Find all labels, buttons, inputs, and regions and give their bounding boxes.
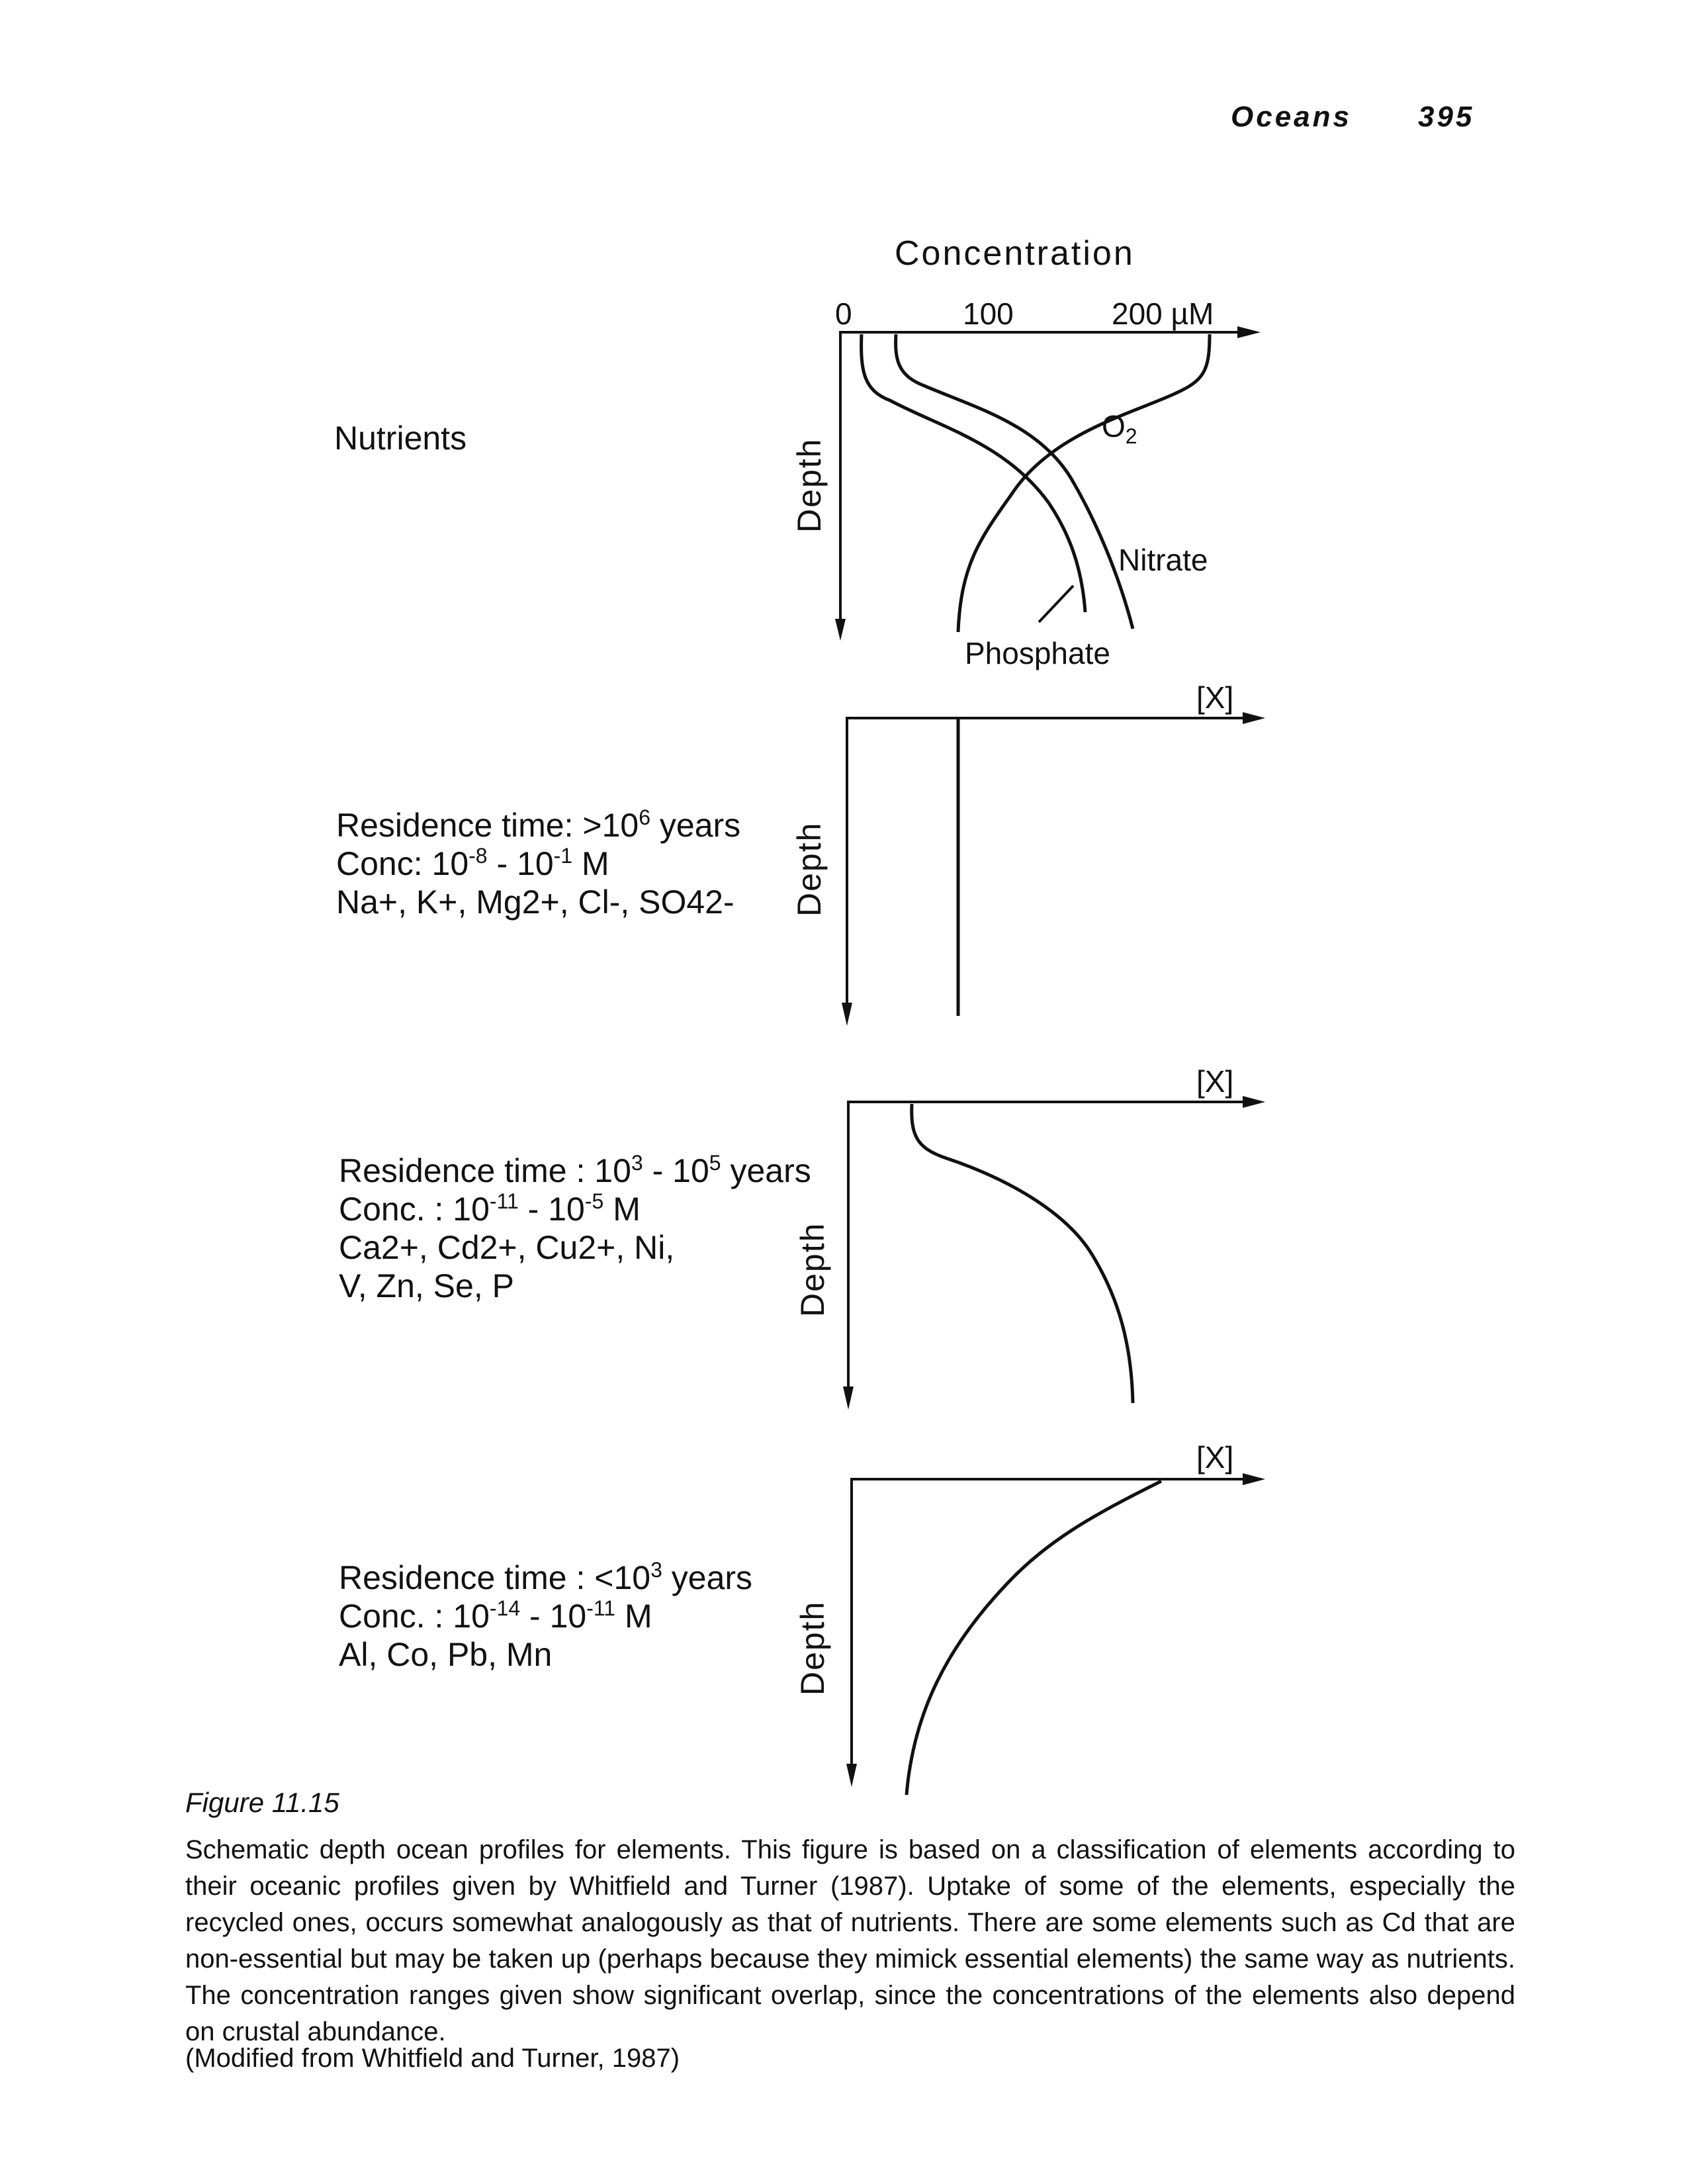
nitrate-curve xyxy=(894,334,1135,629)
nutrients-depth-axis-arrowhead xyxy=(835,619,846,641)
page-header: Oceans 395 xyxy=(1231,101,1474,134)
phosphate-label: Phosphate xyxy=(965,636,1110,670)
scavenged-concentration: Conc. : 10-14 - 10-11 M xyxy=(339,1596,652,1635)
conservative-description: Residence time: >106 years Conc: 10-8 - … xyxy=(336,806,740,921)
nutrients-label: Nutrients xyxy=(334,420,467,457)
scavenged-x-axis-arrowhead xyxy=(1243,1473,1265,1485)
recycled-x-label: [X] xyxy=(1196,1064,1233,1099)
recycled-depth-axis-arrowhead xyxy=(843,1387,854,1410)
recycled-concentration: Conc. : 10-11 - 10-5 M xyxy=(339,1189,641,1228)
scavenged-panel: [X] Depth xyxy=(794,1440,1265,1796)
recycled-residence-time: Residence time : 103 - 105 years xyxy=(339,1151,811,1189)
oxygen-label: O2 xyxy=(1102,409,1137,448)
figure-caption: Schematic depth ocean profiles for eleme… xyxy=(185,1835,1515,2046)
conservative-concentration: Conc: 10-8 - 10-1 M xyxy=(336,844,609,882)
recycled-elements-2: V, Zn, Se, P xyxy=(339,1267,514,1304)
scavenged-depth-label: Depth xyxy=(794,1601,831,1696)
conservative-x-axis-arrowhead xyxy=(1243,712,1265,724)
oxygen-curve xyxy=(956,334,1212,633)
conservative-depth-label: Depth xyxy=(791,822,828,917)
figure-label: Figure 11.15 xyxy=(185,1787,339,1818)
tick-label-200: 200 µM xyxy=(1112,296,1214,331)
phosphate-curve xyxy=(860,334,1087,613)
tick-label-0: 0 xyxy=(835,296,852,331)
nitrate-label: Nitrate xyxy=(1118,543,1208,577)
conservative-residence-time: Residence time: >106 years xyxy=(336,805,741,844)
nutrients-panel: Concentration 0 100 200 µM Depth O2 Nitr… xyxy=(791,234,1261,670)
recycled-depth-label: Depth xyxy=(794,1222,831,1317)
scavenged-depth-axis-arrowhead xyxy=(846,1764,857,1787)
tick-label-100: 100 xyxy=(963,296,1014,331)
conservative-depth-axis-arrowhead xyxy=(842,1003,852,1026)
phosphate-pointer xyxy=(1038,584,1075,623)
concentration-axis-title: Concentration xyxy=(895,234,1135,273)
recycled-elements-1: Ca2+, Cd2+, Cu2+, Ni, xyxy=(339,1229,675,1266)
scavenged-elements: Al, Co, Pb, Mn xyxy=(339,1636,553,1673)
recycled-profile-curve xyxy=(910,1103,1135,1404)
conservative-x-label: [X] xyxy=(1196,680,1233,715)
conservative-panel: [X] Depth xyxy=(791,680,1265,1026)
scavenged-profile-curve xyxy=(905,1479,1163,1796)
recycled-x-axis-arrowhead xyxy=(1243,1096,1265,1108)
running-head: Oceans xyxy=(1231,101,1352,133)
figure-credit: (Modified from Whitfield and Turner, 198… xyxy=(185,2044,680,2073)
recycled-panel: [X] Depth xyxy=(794,1064,1265,1410)
nutrients-depth-label: Depth xyxy=(791,438,828,533)
scavenged-residence-time: Residence time : <103 years xyxy=(339,1558,753,1596)
scavenged-x-label: [X] xyxy=(1196,1440,1233,1475)
recycled-description: Residence time : 103 - 105 years Conc. :… xyxy=(339,1152,811,1305)
page-number: 395 xyxy=(1417,101,1475,133)
nutrients-x-axis-arrowhead xyxy=(1237,326,1261,338)
scavenged-description: Residence time : <103 years Conc. : 10-1… xyxy=(339,1559,752,1674)
conservative-elements: Na+, K+, Mg2+, Cl-, SO42- xyxy=(336,884,734,921)
